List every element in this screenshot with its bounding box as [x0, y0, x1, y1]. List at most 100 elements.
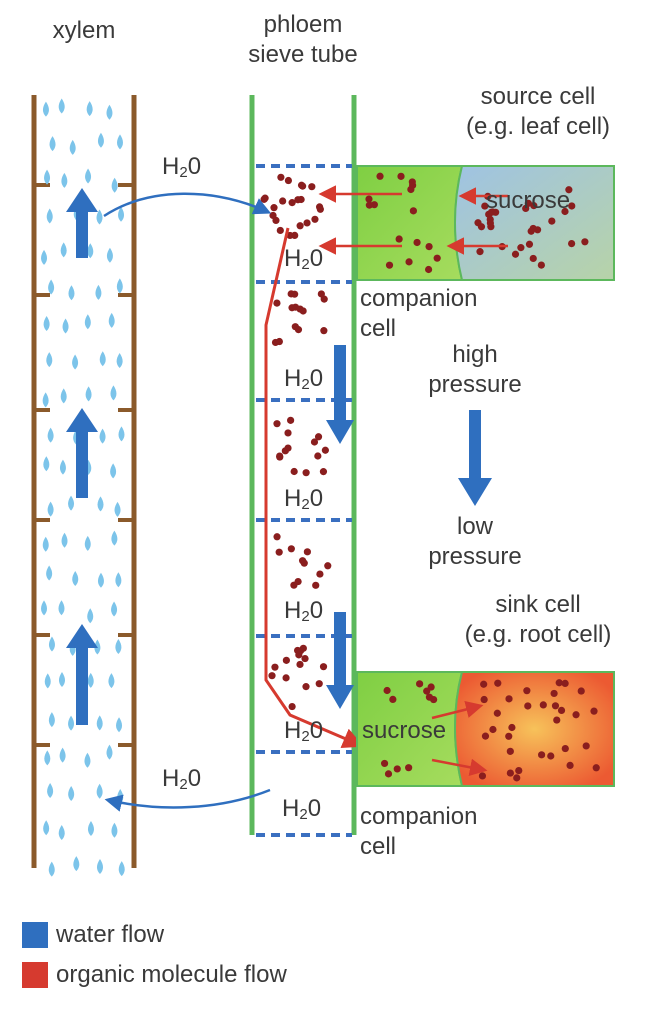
- water-droplet: [106, 104, 113, 120]
- sucrose-molecule: [523, 687, 531, 695]
- sucrose-molecule: [548, 217, 556, 225]
- sucrose-molecule: [296, 222, 304, 230]
- sucrose-molecule: [515, 766, 523, 775]
- sucrose-molecule: [276, 226, 284, 235]
- water-droplet: [111, 530, 118, 546]
- sucrose-molecule: [282, 656, 290, 664]
- h2o-h: H: [162, 153, 180, 180]
- sucrose-molecule: [397, 172, 405, 180]
- water-droplet: [106, 744, 113, 760]
- water-droplet: [94, 639, 101, 655]
- sucrose-molecule: [413, 238, 421, 247]
- sucrose-molecule: [577, 687, 585, 695]
- water-droplet: [111, 601, 118, 617]
- h2o-h: H: [284, 485, 302, 512]
- water-droplet: [116, 278, 123, 294]
- sucrose-molecule: [320, 327, 328, 335]
- sucrose-molecule: [537, 751, 546, 759]
- water-droplet: [111, 822, 118, 838]
- sucrose-molecule: [505, 695, 513, 703]
- sucrose-molecule: [530, 202, 538, 210]
- sucrose-molecule: [511, 250, 520, 258]
- sucrose-molecule: [389, 695, 397, 703]
- water-droplet: [96, 783, 103, 799]
- xylem-up-arrow: [66, 408, 98, 498]
- h2o-o: 0: [309, 717, 324, 744]
- sucrose-molecule: [315, 203, 324, 211]
- sucrose-molecule: [525, 240, 534, 248]
- water-droplet: [43, 316, 50, 332]
- sucrose-molecule: [480, 695, 488, 704]
- water-droplet: [85, 386, 92, 402]
- sucrose-molecule: [568, 202, 576, 210]
- sucrose-molecule: [395, 235, 403, 243]
- sucrose-molecule: [315, 680, 323, 688]
- phloem-label-line1: phloem: [263, 11, 343, 38]
- h2o-o: 0: [187, 153, 202, 180]
- sucrose-molecule: [572, 711, 580, 719]
- water-droplet: [58, 672, 65, 688]
- sucrose-molecule: [277, 173, 285, 181]
- sucrose-molecule: [275, 337, 283, 346]
- sucrose-molecule: [365, 195, 373, 203]
- companion-cell-label-top: companion cell: [360, 284, 477, 344]
- water-droplet: [72, 354, 79, 370]
- water-droplet: [85, 168, 92, 184]
- sucrose-molecule: [529, 254, 537, 263]
- sucrose-molecule: [494, 679, 502, 687]
- sucrose-molecule: [303, 219, 311, 227]
- water-droplet: [87, 243, 94, 259]
- sucrose-molecule: [425, 242, 433, 251]
- sucrose-molecule: [302, 469, 310, 477]
- water-droplet: [69, 139, 76, 155]
- sucrose-molecule: [550, 689, 558, 698]
- water-droplet: [58, 600, 65, 616]
- sink-cell-label-line2: (e.g. root cell): [464, 621, 612, 648]
- water-droplet: [42, 392, 49, 408]
- water-droplet: [86, 101, 93, 117]
- high-pressure-label: high pressure: [400, 340, 550, 400]
- water-droplet: [87, 820, 94, 836]
- legend-label-organic: organic molecule flow: [56, 961, 287, 988]
- h2o-h: H: [284, 597, 302, 624]
- sucrose-molecule: [294, 577, 302, 586]
- water-droplet: [87, 672, 94, 688]
- sucrose-molecule: [271, 663, 279, 671]
- sink-cell-label: sink cell (e.g. root cell): [430, 590, 646, 650]
- sucrose-molecule: [409, 207, 417, 215]
- water-droplet: [110, 385, 117, 401]
- sucrose-molecule: [505, 732, 513, 740]
- sucrose-molecule: [477, 223, 486, 231]
- sucrose-molecule: [506, 747, 514, 755]
- water-droplet: [58, 98, 65, 114]
- sucrose-molecule: [405, 764, 413, 772]
- sucrose-molecule: [287, 545, 295, 553]
- sucrose-molecule: [416, 680, 424, 688]
- water-droplet: [95, 284, 102, 300]
- sucrose-molecule: [385, 261, 394, 269]
- sucrose-molecule: [302, 683, 310, 691]
- h2o-label: H20: [284, 364, 323, 400]
- sucrose-molecule: [393, 765, 401, 773]
- water-droplet: [44, 750, 51, 766]
- water-droplet: [73, 856, 80, 872]
- h2o-sub: 2: [301, 608, 310, 625]
- sucrose-molecule: [480, 680, 488, 688]
- companion-top-line1: companion: [360, 285, 478, 312]
- water-droplet: [110, 463, 117, 479]
- h2o-sub: 2: [301, 376, 310, 393]
- sucrose-molecule: [311, 215, 319, 223]
- sucrose-molecule: [425, 693, 434, 701]
- sucrose-molecule: [537, 261, 545, 269]
- sucrose-molecule: [489, 725, 497, 734]
- water-droplet: [68, 786, 75, 802]
- sucrose-molecule: [557, 706, 566, 715]
- sucrose-molecule: [288, 199, 296, 207]
- sucrose-molecule: [272, 216, 280, 224]
- xylem-vessel: [31, 95, 137, 877]
- pressure-down-arrow: [458, 410, 492, 506]
- sucrose-molecule: [582, 742, 590, 750]
- sucrose-molecule: [310, 438, 319, 446]
- h2o-sub: 2: [301, 728, 310, 745]
